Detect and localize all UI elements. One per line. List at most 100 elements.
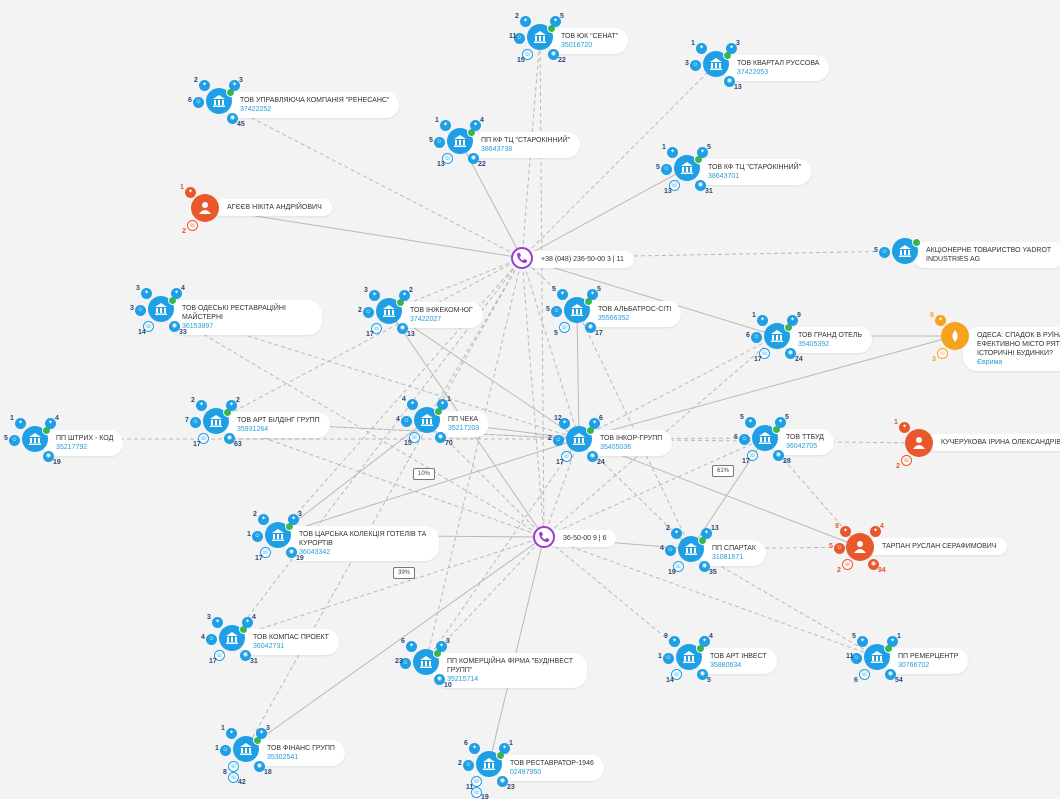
relation-count-icon[interactable]: ☺ [363, 307, 374, 318]
node-label[interactable]: АКЦІОНЕРНЕ ТОВАРИСТВО YADROT INDUSTRIES … [912, 242, 1060, 268]
relation-count-icon[interactable]: ☏ [561, 451, 572, 462]
node-label[interactable]: ПП КФ ТЦ "СТАРОКІННИЙ"38643738 [467, 132, 581, 158]
company-icon[interactable] [527, 24, 553, 50]
node-code[interactable]: 35302541 [267, 754, 299, 761]
node-label[interactable]: +38 (048) 236-50-00 3 | 11 [527, 251, 634, 268]
relation-count-icon[interactable]: ◉ [868, 559, 879, 570]
person-icon[interactable] [846, 533, 874, 561]
relation-count-icon[interactable]: ✦ [196, 400, 207, 411]
relation-count-icon[interactable]: ✦ [226, 400, 237, 411]
relation-count-icon[interactable]: ✦ [440, 120, 451, 131]
relation-count-icon[interactable]: ☺ [514, 33, 525, 44]
company-icon[interactable] [206, 88, 232, 114]
relation-count-icon[interactable]: ✦ [697, 147, 708, 158]
relation-count-icon[interactable]: ✦ [775, 417, 786, 428]
relation-count-icon[interactable]: ✦ [288, 514, 299, 525]
relation-count-icon[interactable]: ✦ [15, 418, 26, 429]
phone-icon[interactable] [511, 247, 533, 269]
relation-count-icon[interactable]: ✦ [745, 417, 756, 428]
relation-count-icon[interactable]: ☺ [220, 745, 231, 756]
relation-count-icon[interactable]: ✦ [520, 16, 531, 27]
relation-count-icon[interactable]: ✦ [587, 289, 598, 300]
relation-count-icon[interactable]: ☺ [206, 634, 217, 645]
relation-count-icon[interactable]: ☺ [193, 97, 204, 108]
relation-count-icon[interactable]: ✦ [171, 288, 182, 299]
relation-count-icon[interactable]: ☺ [663, 653, 674, 664]
relation-count-icon[interactable]: ☺ [400, 658, 411, 669]
node-label[interactable]: 36-50-00 9 | 6 [549, 530, 617, 547]
node-label[interactable]: ТОВ КФ ТЦ "СТАРОКІННИЙ"38643701 [694, 159, 812, 185]
relation-count-icon[interactable]: ☏ [901, 455, 912, 466]
relation-count-icon[interactable]: ◉ [224, 433, 235, 444]
node-code[interactable]: 36043342 [299, 549, 331, 556]
relation-count-icon[interactable]: ◉ [434, 674, 445, 685]
relation-count-icon[interactable]: ✦ [185, 187, 196, 198]
relation-count-icon[interactable]: ◉ [587, 451, 598, 462]
relation-count-icon[interactable]: ◉ [548, 49, 559, 60]
phone-icon[interactable] [533, 526, 555, 548]
relation-count-icon[interactable]: ✦ [469, 743, 480, 754]
person-icon[interactable] [191, 194, 219, 222]
relation-count-icon[interactable]: ✦ [557, 289, 568, 300]
node-code[interactable]: 35217792 [56, 444, 88, 451]
relation-count-icon[interactable]: ☏ [669, 180, 680, 191]
relation-count-icon[interactable]: ◉ [695, 180, 706, 191]
relation-count-icon[interactable]: ☺ [851, 653, 862, 664]
relation-count-icon[interactable]: ☏ [228, 761, 239, 772]
node-label[interactable]: АГЄЄВ НІКІТА АНДРІЙОВИЧ [213, 199, 332, 216]
relation-count-icon[interactable]: ☏ [471, 787, 482, 798]
relation-count-icon[interactable]: ✦ [436, 641, 447, 652]
relation-count-icon[interactable]: ◉ [724, 76, 735, 87]
relation-count-icon[interactable]: ◉ [699, 561, 710, 572]
relation-count-icon[interactable]: ☺ [739, 434, 750, 445]
node-code[interactable]: 35217203 [448, 425, 480, 432]
node-code[interactable]: 36153897 [182, 323, 214, 330]
relation-count-icon[interactable]: ☺ [135, 305, 146, 316]
relation-count-icon[interactable]: ☺ [834, 543, 845, 554]
relation-count-icon[interactable]: ☏ [471, 776, 482, 787]
relation-count-icon[interactable]: ✦ [499, 743, 510, 754]
relation-count-icon[interactable]: ✦ [470, 120, 481, 131]
relation-count-icon[interactable]: ☺ [551, 306, 562, 317]
relation-count-icon[interactable]: ✦ [696, 43, 707, 54]
relation-count-icon[interactable]: ✦ [935, 315, 946, 326]
relation-count-icon[interactable]: ✦ [407, 399, 418, 410]
relation-count-icon[interactable]: ☏ [522, 49, 533, 60]
relation-count-icon[interactable]: ◉ [697, 669, 708, 680]
relation-count-icon[interactable]: ✦ [701, 528, 712, 539]
relation-count-icon[interactable]: ◉ [785, 348, 796, 359]
person-icon[interactable] [905, 429, 933, 457]
node-code[interactable]: 35566352 [598, 315, 630, 322]
relation-count-icon[interactable]: ☏ [673, 561, 684, 572]
relation-count-icon[interactable]: ◉ [773, 450, 784, 461]
node-code[interactable]: 36042731 [253, 643, 285, 650]
node-label[interactable]: ТАРПАН РУСЛАН СЕРАФИМОВИЧ [868, 538, 1007, 555]
relation-count-icon[interactable]: ✦ [550, 16, 561, 27]
relation-count-icon[interactable]: ☺ [190, 417, 201, 428]
relation-count-icon[interactable]: ☏ [747, 450, 758, 461]
relation-count-icon[interactable]: ☏ [409, 432, 420, 443]
company-icon[interactable] [265, 522, 291, 548]
node-label[interactable]: КУЧЕРУКОВА ІРИНА ОЛЕКСАНДРІВНА [927, 434, 1060, 451]
node-code[interactable]: 35405392 [798, 341, 830, 348]
node-code[interactable]: 38643701 [708, 173, 740, 180]
relation-count-icon[interactable]: ☺ [434, 137, 445, 148]
relation-count-icon[interactable]: ☏ [214, 650, 225, 661]
relation-count-icon[interactable]: ✦ [667, 147, 678, 158]
relation-count-icon[interactable]: ☺ [252, 531, 263, 542]
relation-count-icon[interactable]: ✦ [406, 641, 417, 652]
relation-count-icon[interactable]: ☺ [751, 332, 762, 343]
relation-count-icon[interactable]: ◉ [497, 776, 508, 787]
relation-count-icon[interactable]: ✦ [857, 636, 868, 647]
relation-count-icon[interactable]: ✦ [726, 43, 737, 54]
node-code[interactable]: 36042705 [786, 443, 818, 450]
relation-count-icon[interactable]: ✦ [45, 418, 56, 429]
